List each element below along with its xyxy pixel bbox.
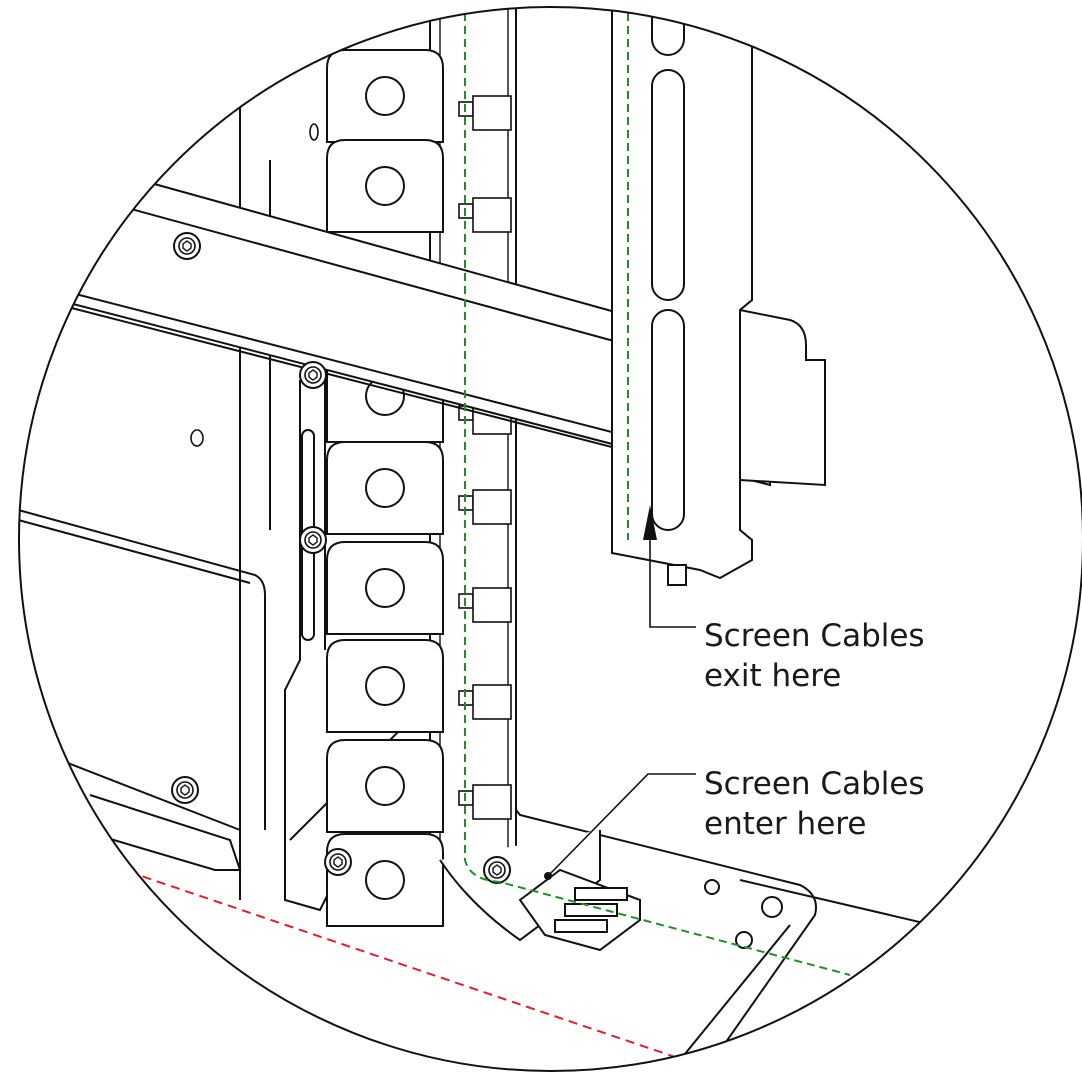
callout-enter-label: Screen Cables enter here [704, 764, 925, 844]
callout-enter-line1: Screen Cables [704, 766, 925, 802]
callout-exit-line1: Screen Cables [704, 618, 925, 654]
callout-exit-line2: exit here [704, 658, 842, 694]
exit-arrowhead [643, 505, 657, 540]
enter-leader [544, 773, 696, 880]
callout-exit-label: Screen Cables exit here [704, 616, 925, 696]
detail-circle [18, 6, 1082, 1072]
fasteners [171, 123, 511, 884]
boundary-line [99, 861, 741, 1071]
cable-connector [518, 868, 641, 952]
vertical-bracket [611, 7, 753, 586]
exit-leader [643, 505, 696, 628]
callout-enter-line2: enter here [704, 806, 867, 842]
cable-carrier-chain [326, 7, 601, 942]
enter-dot [544, 872, 552, 880]
cable-route-path [464, 7, 851, 976]
chain-links [326, 49, 444, 927]
